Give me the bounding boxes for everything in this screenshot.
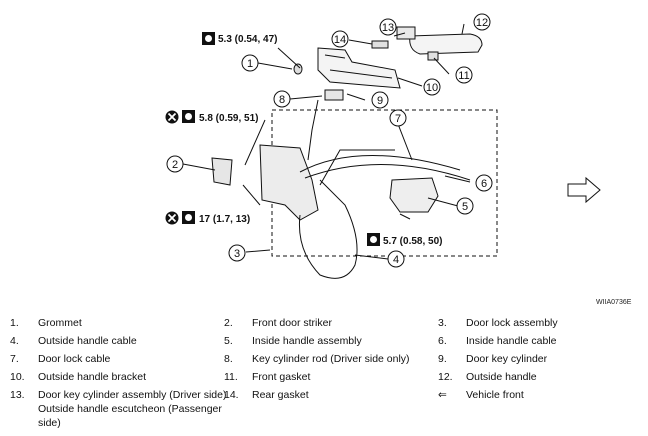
door-lock-assembly-shape [259,144,319,221]
inside-handle-cable [304,164,471,181]
exploded-door-lock-diagram: 1 2 3 4 5 6 7 8 9 10 11 12 13 14 5.3 (0.… [165,13,601,279]
torque-wrench-icon-inner [185,113,192,120]
callout-label-5: 5 [462,201,468,213]
callout-circle-3 [228,244,246,262]
callout-label-13: 13 [382,22,394,34]
front-gasket-shape [427,51,439,61]
torque-group: 5.3 (0.54, 47) 5.8 (0.59, 51) 17 (1.7, 1… [165,32,442,247]
outside-handle-cable [298,179,358,279]
callout-label-2: 2 [172,159,178,171]
torque-spec-4: 5.7 (0.58, 50) [383,236,442,247]
torque-wrench-icon-inner [370,236,377,243]
key-cylinder-rod [307,99,319,161]
outside-handle-bracket-shape [317,47,401,89]
escutcheon-shape [396,26,416,40]
callout-circle-6 [475,174,493,192]
bracket-detail [324,54,393,79]
callout-circle-10 [423,78,441,96]
parts-legend: 1.Grommet 2.Front door striker 3.Door lo… [10,317,558,429]
callout-label-9: 9 [377,95,383,107]
callout-circle-8 [273,90,291,108]
torque-spec-2: 5.8 (0.59, 51) [199,113,258,124]
grommet-shape [293,63,303,75]
callout-label-6: 6 [481,178,487,190]
callout-label-12: 12 [476,17,488,29]
torque-spec-3: 17 (1.7, 13) [199,214,250,225]
callout-label-1: 1 [247,58,253,70]
callout-circle-11 [455,66,473,84]
callout-label-14: 14 [334,34,346,46]
callout-circle-13 [379,18,397,36]
inside-handle-cable-link [319,149,395,186]
callout-label-7: 7 [395,113,401,125]
callout-label-10: 10 [426,82,438,94]
callout-circle-12 [473,13,491,31]
callout-circle-1 [241,54,259,72]
vehicle-front-arrow-icon [567,176,601,204]
striker-shape [211,157,233,186]
callout-label-8: 8 [279,94,285,106]
torque-spec-1: 5.3 (0.54, 47) [218,34,277,45]
inside-handle-shape [389,177,439,213]
callout-label-4: 4 [393,254,399,266]
callout-circle-14 [331,30,349,48]
callout-circle-2 [166,155,184,173]
torque-wrench-icon-inner [205,35,212,42]
callout-circle-7 [389,109,407,127]
leader-lines [182,23,471,260]
callout-circle-4 [387,250,405,268]
callout-circle-9 [371,91,389,109]
callout-group: 1 2 3 4 5 6 7 8 9 10 11 12 13 14 [166,13,493,268]
do-not-reuse-icon-x [167,112,177,122]
torque-wrench-icon-inner [185,214,192,221]
callout-circle-5 [456,197,474,215]
rear-gasket-shape [371,40,389,49]
callout-label-3: 3 [234,248,240,260]
outside-handle-shape [409,33,483,55]
callout-label-11: 11 [458,70,469,82]
do-not-reuse-icon-x [167,213,177,223]
diagram-code: WIIA0736E [596,299,632,306]
key-cylinder-shape [324,89,344,101]
door-lock-cable [299,155,461,173]
